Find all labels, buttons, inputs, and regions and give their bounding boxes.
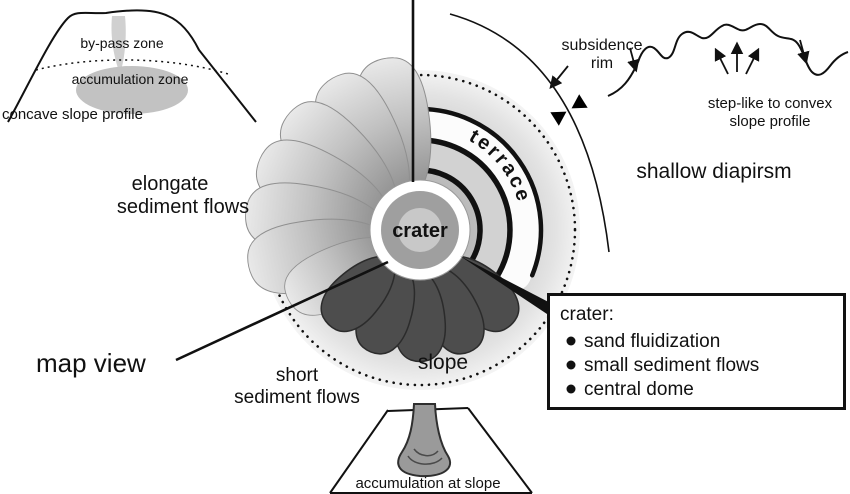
crater-core xyxy=(398,208,442,252)
subsidence-profile-inset: subsidence rim step-like to convex slope… xyxy=(549,22,849,130)
elongate-flows-label-line2: sediment flows xyxy=(117,196,249,218)
slope-inset-right-edge xyxy=(467,407,533,494)
terrace-arc xyxy=(408,167,483,268)
concave-profile-outline xyxy=(7,9,257,123)
terrace-arc xyxy=(407,137,513,281)
convex-profile-caption-line1: step-like to convex xyxy=(708,95,833,112)
crater-info-box: crater: sand fluidization small sediment… xyxy=(547,293,846,410)
subsidence-rim-label-line1: subsidence xyxy=(562,37,643,54)
elongate-flows-label-line1: elongate xyxy=(132,173,209,195)
label-pointer-arrow xyxy=(549,65,569,89)
bullet-icon xyxy=(566,336,576,346)
terrace-band-white xyxy=(396,109,541,291)
flow-lobe-ridge xyxy=(413,448,439,457)
flow-lobe-ridge xyxy=(407,455,443,465)
slope-inset-left-edge xyxy=(329,409,389,494)
crater-info-title: crater: xyxy=(560,304,614,325)
accumulation-flow-lobe xyxy=(397,403,451,478)
crater-info-box-frame xyxy=(547,293,846,410)
slope-label: slope xyxy=(418,351,468,374)
concave-profile-inset: by-pass zone accumulation zone concave s… xyxy=(2,9,257,123)
profile-arc-divider xyxy=(449,13,610,253)
map-view-label: map view xyxy=(36,348,146,378)
map-view-pointer-line xyxy=(175,260,389,362)
crater-label: crater xyxy=(392,220,448,242)
crater-info-item: sand fluidization xyxy=(584,331,720,352)
convex-profile-caption-line2: slope profile xyxy=(730,113,811,130)
accumulation-zone-label: accumulation zone xyxy=(72,71,189,87)
bullet-icon xyxy=(566,360,576,370)
section-marker-icon xyxy=(550,94,588,126)
dotted-boundary-circle xyxy=(263,73,577,387)
terrace-band-gray xyxy=(398,141,509,281)
terrace-zone: terrace xyxy=(396,106,544,291)
section-marker-left-triangle xyxy=(550,111,567,126)
bullet-icon xyxy=(566,384,576,394)
bypass-zone-label: by-pass zone xyxy=(80,35,163,51)
subsidence-rim-label-line2: rim xyxy=(591,55,613,72)
terrace-arc xyxy=(413,106,544,278)
convex-profile-line xyxy=(607,22,849,97)
subsidence-arrow xyxy=(797,39,810,65)
slope-accumulation-inset: accumulation at slope xyxy=(329,403,533,494)
short-flows-label-line2: sediment flows xyxy=(234,387,360,408)
slope-accumulation-caption: accumulation at slope xyxy=(355,475,500,492)
shallow-diapirism-label: shallow diapirsm xyxy=(636,160,791,183)
uplift-arrow xyxy=(745,47,760,75)
subsidence-arrow xyxy=(627,47,640,73)
crater-callout-wedge xyxy=(460,256,549,315)
crater-info-item: central dome xyxy=(584,379,694,400)
summit-shading xyxy=(111,16,126,74)
crater-info-item: small sediment flows xyxy=(584,355,759,376)
accumulation-zone-shading xyxy=(76,66,188,114)
section-marker-right-triangle xyxy=(571,94,588,109)
crater: crater xyxy=(369,179,471,281)
uplift-arrow xyxy=(714,47,729,75)
short-flows-label-line1: short xyxy=(276,365,319,386)
concave-profile-caption: concave slope profile xyxy=(2,106,143,123)
